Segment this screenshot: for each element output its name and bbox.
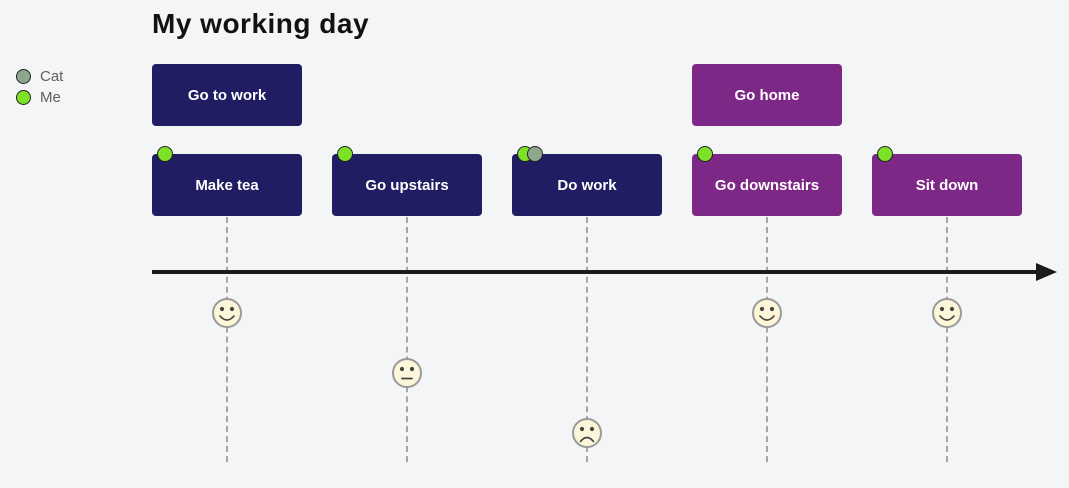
task-box-sit-down-label: Sit down [915, 176, 979, 194]
actor-dot-icon-me-make-tea [157, 146, 173, 162]
drop-line-go-downstairs [766, 217, 768, 462]
actor-dot-icon-me-go-upstairs [337, 146, 353, 162]
diagram-title: My working day [152, 8, 370, 39]
legend-actor-dot-icon [16, 90, 31, 105]
task-box-go-downstairs-label: Go downstairs [714, 176, 820, 194]
drop-line-do-work [586, 217, 588, 462]
drop-line-sit-down [946, 217, 948, 462]
actor-dot-icon-me-sit-down [877, 146, 893, 162]
task-box-go-downstairs: Go downstairs [692, 154, 842, 216]
drop-line-make-tea [226, 217, 228, 462]
legend-actor-dot-icon [16, 69, 31, 84]
task-box-go-upstairs: Go upstairs [332, 154, 482, 216]
happy-face-icon-go-downstairs [751, 297, 783, 329]
neutral-face-icon-go-upstairs [391, 357, 423, 389]
task-box-go-upstairs-label: Go upstairs [365, 176, 449, 194]
legend-item-cat: Cat [16, 66, 63, 87]
happy-face-icon-sit-down [931, 297, 963, 329]
task-box-do-work: Do work [512, 154, 662, 216]
section-box-go-to-work: Go to work [152, 64, 302, 126]
timeline-arrow-head-icon [1036, 263, 1057, 281]
task-box-do-work-label: Do work [557, 176, 617, 194]
section-box-go-home: Go home [692, 64, 842, 126]
actor-dot-icon-cat-do-work [527, 146, 543, 162]
sad-face-icon-do-work [571, 417, 603, 449]
section-box-go-home-label: Go home [734, 86, 800, 104]
happy-face-icon-make-tea [211, 297, 243, 329]
section-box-go-to-work-label: Go to work [187, 86, 267, 104]
timeline-arrow-shaft [152, 270, 1040, 274]
legend-item-label: Me [40, 89, 61, 106]
legend-item-label: Cat [40, 68, 64, 85]
task-box-make-tea: Make tea [152, 154, 302, 216]
task-box-make-tea-label: Make tea [195, 176, 259, 194]
drop-line-go-upstairs [406, 217, 408, 462]
legend-item-me: Me [16, 87, 63, 108]
task-box-sit-down: Sit down [872, 154, 1022, 216]
actor-dot-icon-me-go-downstairs [697, 146, 713, 162]
